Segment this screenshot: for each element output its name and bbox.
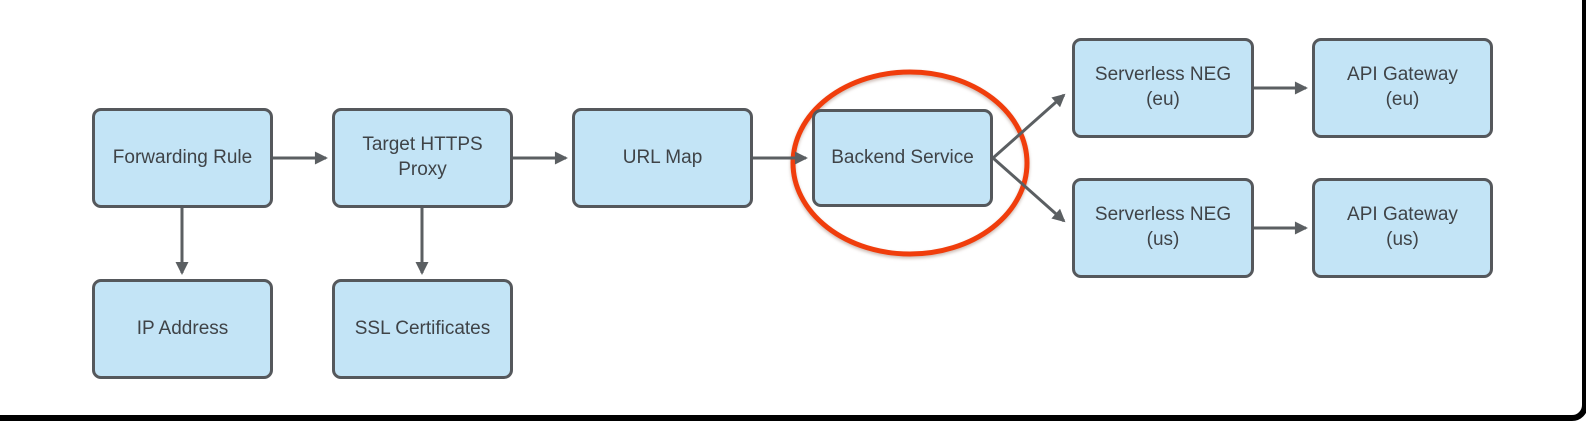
node-ssl-certificates: SSL Certificates: [332, 279, 513, 379]
node-serverless-neg-us: Serverless NEG (us): [1072, 178, 1254, 278]
node-url-map: URL Map: [572, 108, 753, 208]
node-ip-address: IP Address: [92, 279, 273, 379]
node-forwarding-rule: Forwarding Rule: [92, 108, 273, 208]
edge-backend-service-to-serverless-neg-us: [992, 156, 1066, 223]
node-backend-service: Backend Service: [812, 109, 993, 207]
node-serverless-neg-eu: Serverless NEG (eu): [1072, 38, 1254, 138]
node-api-gateway-us: API Gateway (us): [1312, 178, 1493, 278]
node-api-gateway-eu: API Gateway (eu): [1312, 38, 1493, 138]
edge-backend-service-to-serverless-neg-eu: [992, 93, 1066, 160]
node-target-https-proxy: Target HTTPS Proxy: [332, 108, 513, 208]
